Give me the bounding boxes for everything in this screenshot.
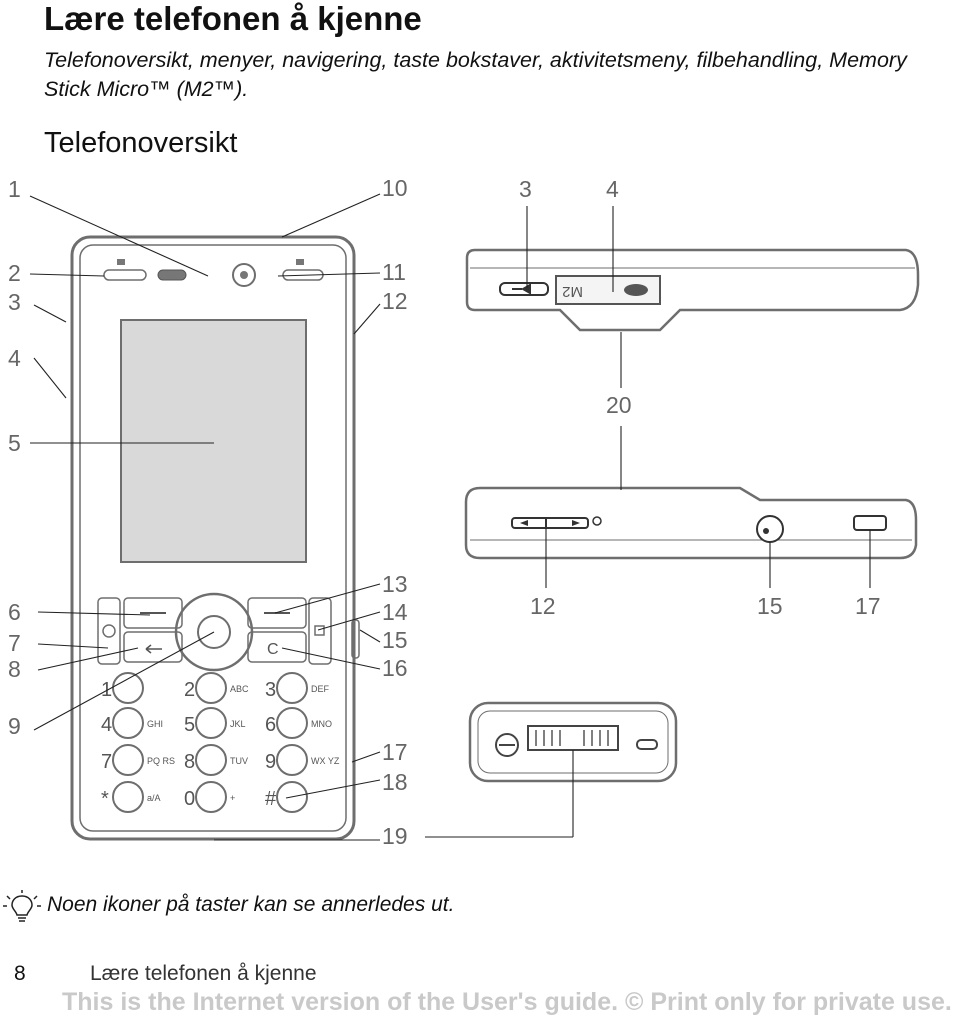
- callout-top-3: 3: [519, 176, 532, 202]
- callout-18: 18: [382, 769, 408, 795]
- keypad-digit: 6: [265, 714, 276, 736]
- callout-13: 13: [382, 571, 408, 597]
- callout-9: 9: [8, 713, 21, 739]
- memory-card-label: M2: [562, 283, 583, 300]
- keypad-key: 3 DEF: [265, 672, 330, 704]
- keypad-digit: 3: [265, 679, 276, 701]
- keypad-letters: DEF: [311, 684, 330, 694]
- keypad-key: 6 MNO: [265, 707, 332, 739]
- keypad: 1 2 ABC 3 DEF 4 GHI 5 JKL 6 MNO 7 PQ RS 8 TUV 9 WX YZ * a/…: [101, 672, 340, 813]
- callout-side-12: 12: [530, 593, 556, 619]
- keypad-letters: ABC: [230, 684, 249, 694]
- keypad-key: 0+: [184, 781, 235, 813]
- callout-top-4: 4: [606, 176, 619, 202]
- keypad-digit: 5: [184, 714, 195, 736]
- callout-side-17: 17: [855, 593, 881, 619]
- callout-side-15: 15: [757, 593, 783, 619]
- keypad-key: * a/A: [101, 781, 161, 813]
- callout-17: 17: [382, 739, 408, 765]
- callout-5: 5: [8, 430, 21, 456]
- keypad-key: 8 TUV: [184, 744, 248, 776]
- keypad-digit: 2: [184, 679, 195, 701]
- navigation-key: [174, 592, 254, 672]
- callout-2: 2: [8, 260, 21, 286]
- callout-7: 7: [8, 630, 21, 656]
- keypad-letters: TUV: [230, 756, 248, 766]
- keypad-digit: 0: [184, 788, 195, 810]
- keypad-key: 9 WX YZ: [265, 744, 340, 776]
- keypad-key: 2 ABC: [184, 672, 249, 704]
- callout-16: 16: [382, 655, 408, 681]
- callout-8: 8: [8, 656, 21, 682]
- callout-3: 3: [8, 289, 21, 315]
- page-title: Lære telefonen å kjenne: [44, 0, 422, 37]
- keypad-digit: #: [265, 788, 277, 810]
- keypad-digit: *: [101, 788, 109, 810]
- keypad-letters: +: [230, 793, 235, 803]
- callout-15: 15: [382, 627, 408, 653]
- callout-1: 1: [8, 176, 21, 202]
- footer-chapter-title: Lære telefonen å kjenne: [90, 962, 317, 985]
- keypad-key: 7 PQ RS: [101, 744, 175, 776]
- phone-front-illustration: C 1 2 ABC 3 DEF 4 GHI 5 JKL 6 MNO 7 PQ RS 8 TUV 9 WX YZ *…: [70, 235, 360, 841]
- footer-disclaimer: This is the Internet version of the User…: [62, 988, 952, 1016]
- phone-top-view: M2: [465, 248, 920, 332]
- keypad-key: #: [265, 781, 308, 813]
- callout-labels: 1 2 3 4 5 6 7 8 9 10 11 12 13 14 15 16 1…: [8, 175, 881, 849]
- callout-14: 14: [382, 599, 408, 625]
- keypad-letters: GHI: [147, 719, 163, 729]
- keypad-letters: MNO: [311, 719, 332, 729]
- lightbulb-tip-icon: [3, 890, 41, 922]
- section-title: Telefonoversikt: [44, 127, 238, 159]
- callout-19: 19: [382, 823, 408, 849]
- keypad-key: 5 JKL: [184, 707, 246, 739]
- keypad-digit: 9: [265, 751, 276, 773]
- keypad-key: 1: [101, 672, 144, 704]
- callout-4: 4: [8, 345, 21, 371]
- keypad-letters: JKL: [230, 719, 246, 729]
- callout-6: 6: [8, 599, 21, 625]
- memory-card-slot: [555, 275, 661, 305]
- phone-side-view: [464, 486, 918, 560]
- keypad-digit: 4: [101, 714, 112, 736]
- callout-10: 10: [382, 175, 408, 201]
- page-number: 8: [14, 962, 26, 985]
- keypad-key: 4 GHI: [101, 707, 163, 739]
- tip-text: Noen ikoner på taster kan se annerledes …: [47, 893, 455, 916]
- callout-20: 20: [606, 392, 632, 418]
- callout-11: 11: [382, 259, 406, 285]
- keypad-letters: PQ RS: [147, 756, 175, 766]
- keypad-digit: 7: [101, 751, 112, 773]
- page-subtitle: Telefonoversikt, menyer, navigering, tas…: [44, 48, 907, 101]
- clear-key-label: C: [267, 641, 279, 658]
- keypad-digit: 8: [184, 751, 195, 773]
- phone-screen: [120, 319, 307, 563]
- callout-12: 12: [382, 288, 408, 314]
- keypad-letters: WX YZ: [311, 756, 340, 766]
- phone-bottom-view: [468, 701, 678, 783]
- keypad-letters: a/A: [147, 793, 161, 803]
- leader-lines: [29, 193, 871, 841]
